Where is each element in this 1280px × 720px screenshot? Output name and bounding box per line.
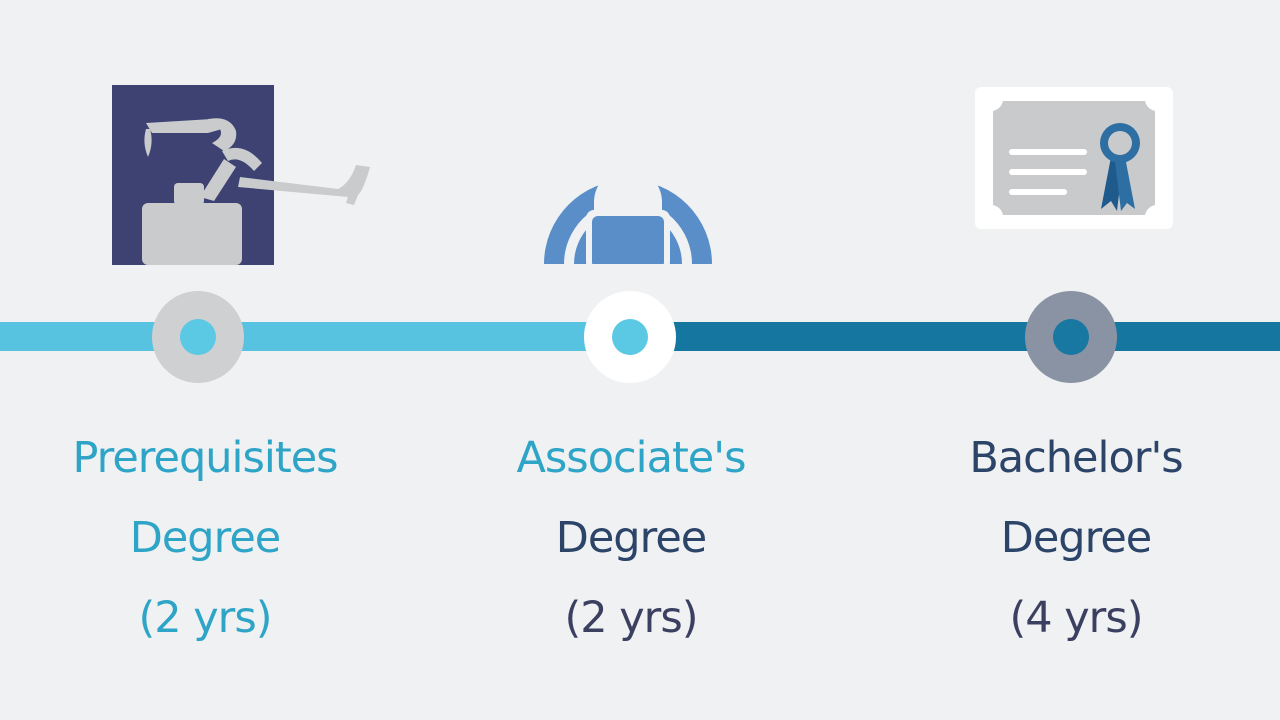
stage-title-line1: Prerequisites (72, 433, 338, 483)
stage-duration: (2 yrs) (564, 593, 698, 643)
node-dot (1053, 319, 1089, 355)
node-dot (612, 319, 648, 355)
stage-title-line2: Degree (1000, 513, 1153, 563)
mri-scanner-icon (534, 92, 722, 270)
stage-title-line1: Associate's (516, 433, 746, 483)
stage-label-associates: Associate's Degree (2 yrs) (441, 418, 821, 658)
node-dot (180, 319, 216, 355)
timeline-node-associates (584, 291, 676, 383)
stage-title-line2: Degree (555, 513, 708, 563)
timeline-node-prerequisites (152, 291, 244, 383)
stage-duration: (4 yrs) (1009, 593, 1143, 643)
stage-label-bachelors: Bachelor's Degree (4 yrs) (886, 418, 1266, 658)
certificate-icon (975, 87, 1173, 229)
stage-label-prerequisites: Prerequisites Degree (2 yrs) (15, 418, 395, 658)
timeline-track-completed (0, 322, 640, 351)
stage-duration: (2 yrs) (138, 593, 272, 643)
stage-title-line1: Bachelor's (969, 433, 1183, 483)
stage-title-line2: Degree (129, 513, 282, 563)
timeline-node-bachelors (1025, 291, 1117, 383)
dental-tools-icon (112, 85, 374, 265)
timeline-track-upcoming (640, 322, 1280, 351)
